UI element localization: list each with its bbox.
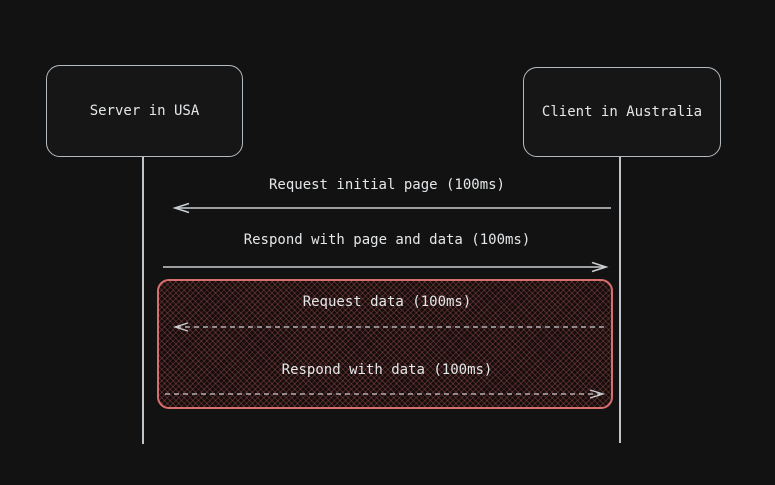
arrow-request-initial-left xyxy=(172,202,611,214)
actor-label-server: Server in USA xyxy=(89,103,200,119)
lifeline-client xyxy=(619,157,621,443)
arrow-request-data-left-dashed xyxy=(172,322,608,332)
arrow-respond-data-right-dashed xyxy=(165,389,606,399)
message-label-request-data: Request data (100ms) xyxy=(302,294,472,310)
actor-box-server: Server in USA xyxy=(46,65,243,157)
highlight-group-box xyxy=(157,279,613,409)
message-label-respond-data: Respond with data (100ms) xyxy=(281,362,493,378)
message-label-respond-page-data: Respond with page and data (100ms) xyxy=(243,232,531,248)
actor-label-client: Client in Australia xyxy=(541,104,703,120)
message-label-request-initial: Request initial page (100ms) xyxy=(268,177,505,193)
lifeline-server xyxy=(142,157,144,444)
actor-box-client: Client in Australia xyxy=(523,67,721,157)
arrow-respond-page-data-right xyxy=(163,261,609,273)
